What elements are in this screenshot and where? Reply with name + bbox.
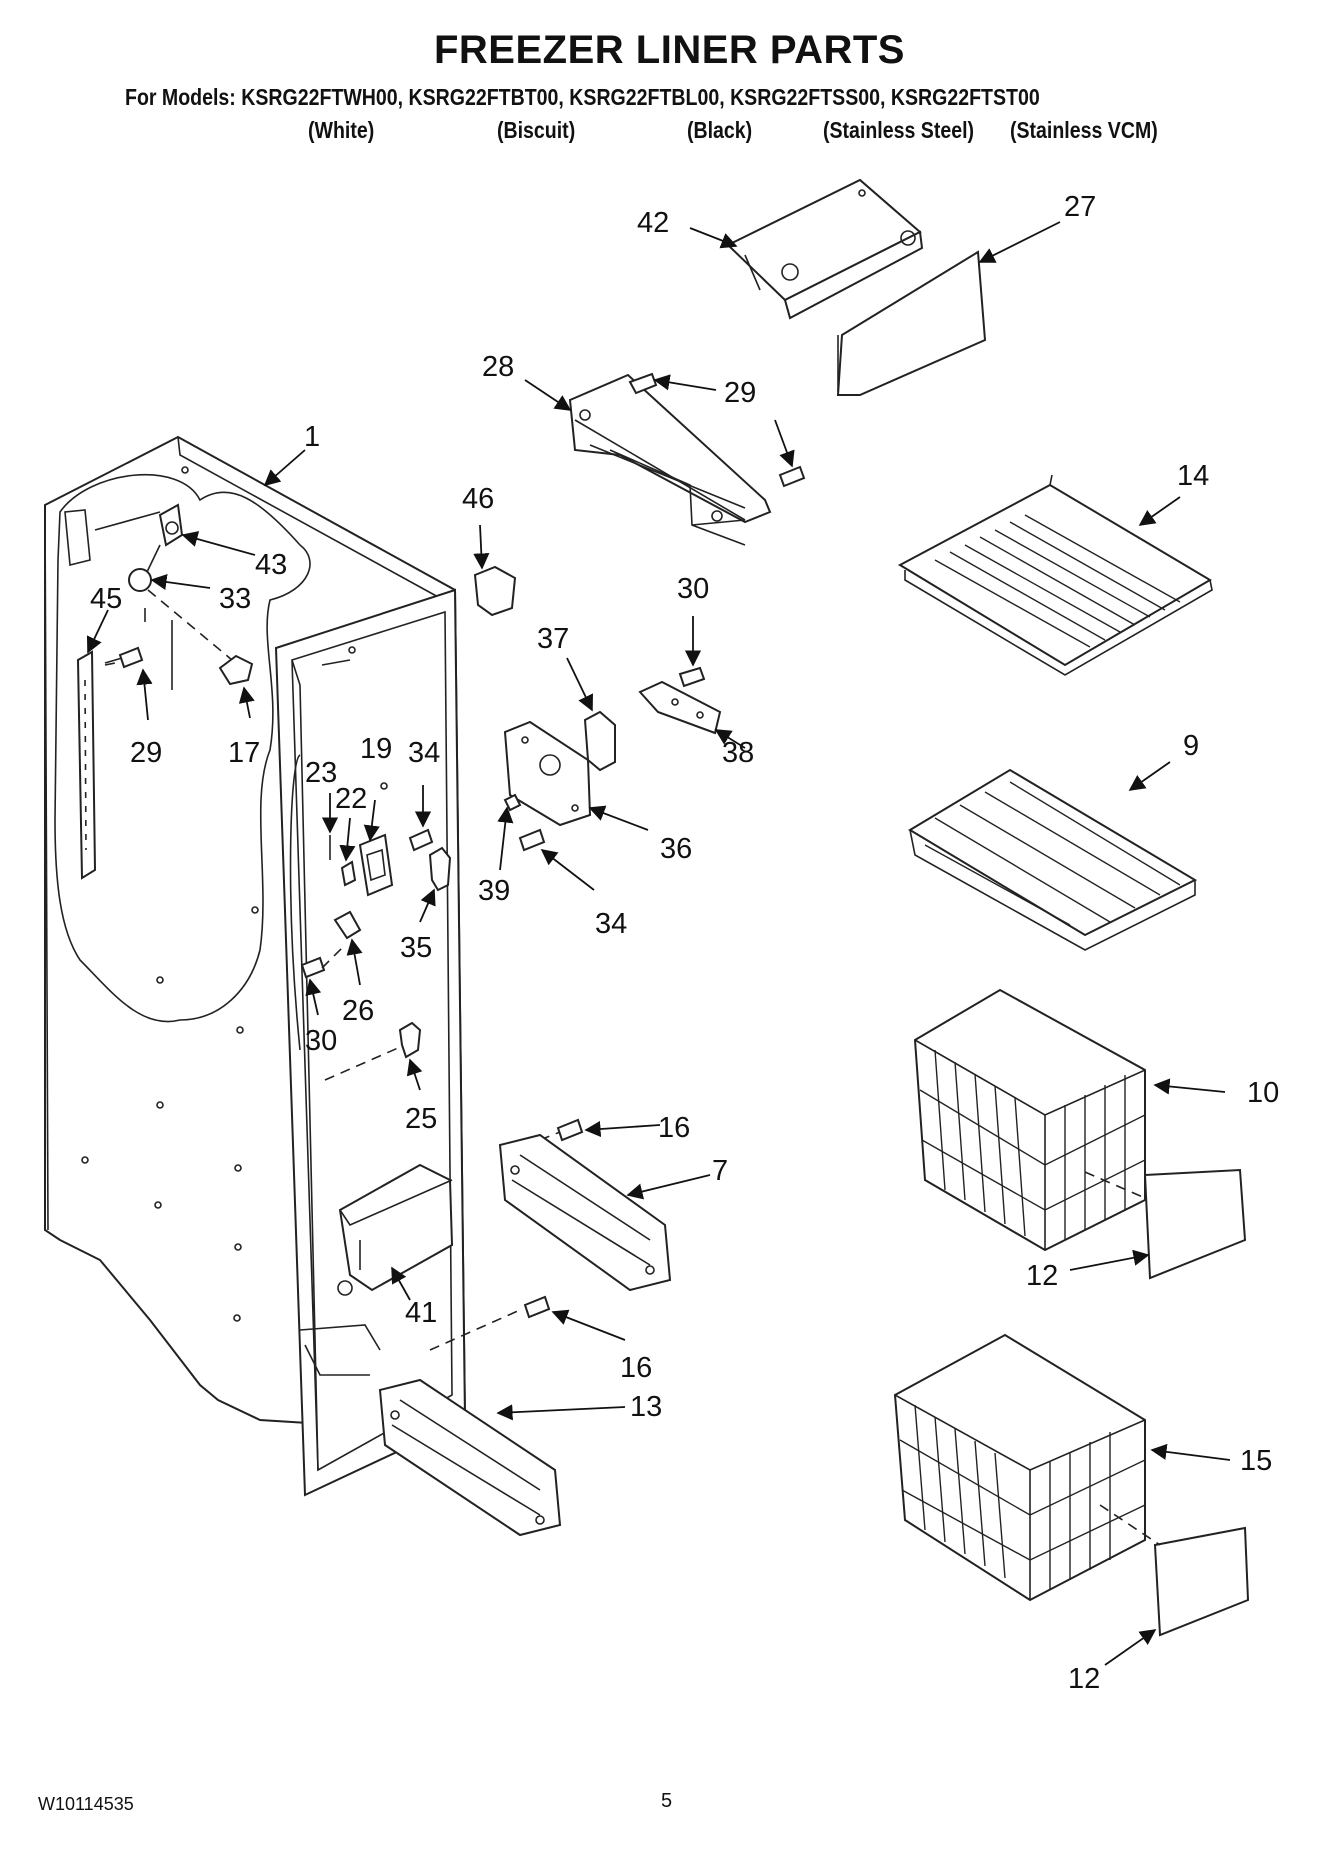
- callout-37: 37: [537, 623, 569, 655]
- callout-15: 15: [1240, 1445, 1272, 1477]
- callout-42: 42: [637, 207, 669, 239]
- part-34-screw-inner: [408, 828, 434, 852]
- part-22-clip: [340, 860, 357, 887]
- callout-25: 25: [405, 1103, 437, 1135]
- callout-9: 9: [1183, 730, 1199, 762]
- part-7-bracket: [498, 1133, 672, 1292]
- page-number: 5: [661, 1790, 673, 1812]
- part-42-bracket: [726, 178, 924, 320]
- part-37-bracket: [583, 710, 616, 772]
- callout-16-upper: 16: [658, 1112, 690, 1144]
- callout-17: 17: [228, 737, 260, 769]
- part-45-strip: [76, 650, 97, 880]
- callout-33: 33: [219, 583, 251, 615]
- callout-36: 36: [660, 833, 692, 865]
- part-41-cover: [338, 1163, 454, 1292]
- part-16-screw-upper: [539, 1118, 584, 1142]
- leader-lines: [86, 221, 1231, 1666]
- callout-27: 27: [1064, 191, 1096, 223]
- callout-29-upper-a: 29: [724, 377, 756, 409]
- callout-28: 28: [482, 351, 514, 383]
- callout-39: 39: [478, 875, 510, 907]
- callout-41: 41: [405, 1297, 437, 1329]
- part-10-basket: [913, 988, 1146, 1252]
- finish-stainless-steel: (Stainless Steel): [823, 117, 975, 143]
- callout-16-lower: 16: [620, 1352, 652, 1384]
- part-12-handle-upper: [1084, 1168, 1247, 1280]
- callout-43: 43: [255, 549, 287, 581]
- callout-12-lower: 12: [1068, 1663, 1100, 1695]
- callout-34-mid: 34: [595, 908, 627, 940]
- part-28-housing: [568, 373, 772, 546]
- part-25-switch: [324, 1021, 422, 1081]
- callout-13: 13: [630, 1391, 662, 1423]
- callout-19: 19: [360, 733, 392, 765]
- part-29-screw-left: [104, 646, 144, 669]
- finish-biscuit: (Biscuit): [497, 117, 576, 143]
- callout-22: 22: [335, 783, 367, 815]
- callout-35: 35: [400, 932, 432, 964]
- finish-white: (White): [308, 117, 375, 143]
- callout-38: 38: [722, 737, 754, 769]
- part-30-screw-upper: [678, 666, 706, 688]
- part-36-housing: [503, 720, 592, 827]
- part-15-basket: [893, 1333, 1146, 1602]
- callout-34-inner: 34: [408, 737, 440, 769]
- callout-1: 1: [304, 421, 320, 453]
- part-16-screw-lower: [429, 1295, 551, 1351]
- callout-45: 45: [90, 583, 122, 615]
- callout-29-left: 29: [130, 737, 162, 769]
- finish-black: (Black): [687, 117, 753, 143]
- part-27-panel: [836, 250, 987, 396]
- callout-labels: 42 27 28 29 29 1 14 46 43 33 45 30 37 29…: [90, 191, 1279, 1695]
- callout-14: 14: [1177, 460, 1209, 492]
- part-12-handle-lower: [1099, 1504, 1250, 1637]
- document-number: W10114535: [38, 1794, 134, 1814]
- part-46-clip: [473, 565, 517, 617]
- callout-23: 23: [305, 757, 337, 789]
- part-34-screw-mid: [518, 828, 546, 852]
- finish-stainless-vcm: (Stainless VCM): [1010, 117, 1158, 143]
- callout-30-inner: 30: [305, 1025, 337, 1057]
- callout-7: 7: [712, 1155, 728, 1187]
- models-line: For Models: KSRG22FTWH00, KSRG22FTBT00, …: [125, 84, 1040, 110]
- callout-46: 46: [462, 483, 494, 515]
- callout-26: 26: [342, 995, 374, 1027]
- part-26-board: [300, 910, 362, 979]
- part-35-clip: [428, 846, 452, 892]
- part-17-clip: [218, 654, 254, 686]
- part-38-board: [638, 680, 722, 735]
- callout-12-upper: 12: [1026, 1260, 1058, 1292]
- callout-10: 10: [1247, 1077, 1279, 1109]
- part-29-screw-upper: [628, 372, 806, 488]
- part-9-shelf: [908, 768, 1198, 951]
- callout-30-upper: 30: [677, 573, 709, 605]
- part-14-shelf: [897, 474, 1213, 676]
- page-title: FREEZER LINER PARTS: [433, 28, 905, 72]
- part-13-bracket: [378, 1378, 562, 1537]
